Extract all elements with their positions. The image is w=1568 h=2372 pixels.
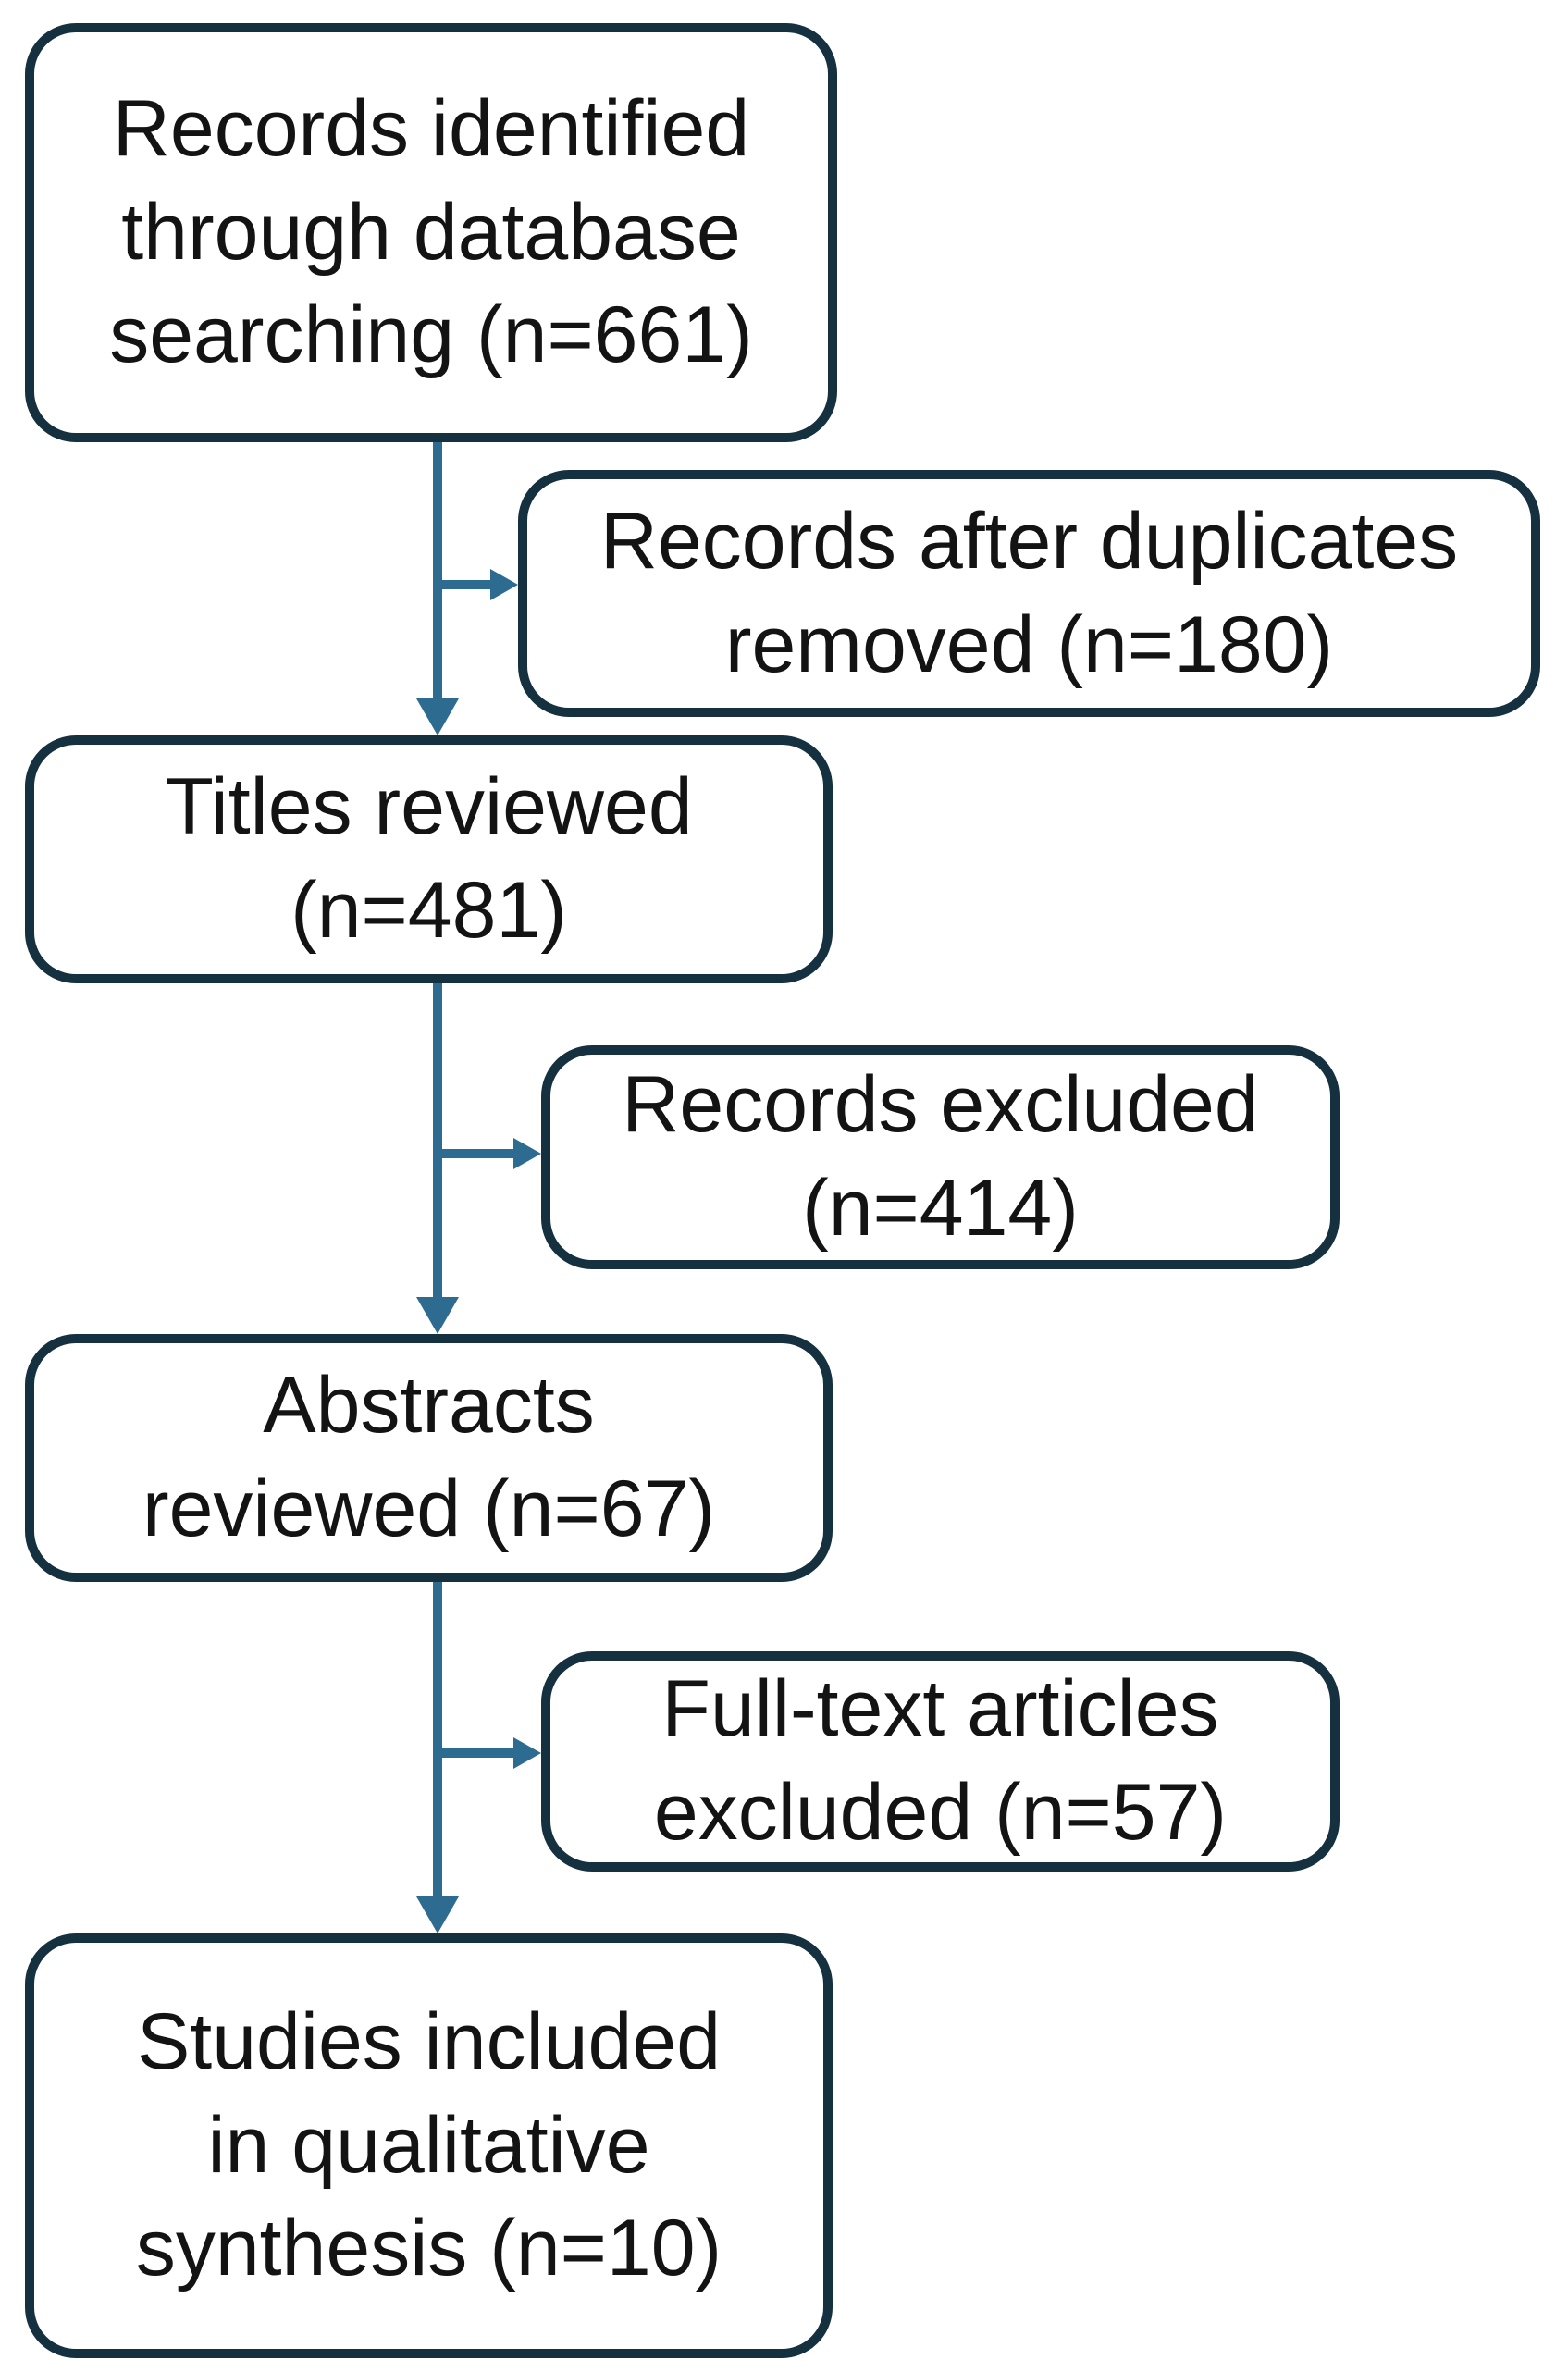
- box-line: synthesis (n=10): [135, 2204, 722, 2293]
- box-line: Titles reviewed: [165, 762, 693, 852]
- flow-box-duplicates-removed: Records after duplicates removed (n=180): [518, 470, 1540, 717]
- arrowhead-down-icon: [416, 1297, 459, 1334]
- box-line: through database: [121, 187, 741, 277]
- arrowhead-down-icon: [416, 1896, 459, 1933]
- arrowhead-right-icon: [513, 1138, 541, 1169]
- flow-box-records-identified: Records identified through database sear…: [25, 23, 837, 442]
- box-line: in qualitative: [207, 2100, 650, 2190]
- box-line: reviewed (n=67): [142, 1464, 716, 1553]
- box-line: searching (n=661): [109, 290, 753, 380]
- box-line: Records excluded: [622, 1060, 1259, 1150]
- flow-box-abstracts-reviewed: Abstracts reviewed (n=67): [25, 1334, 833, 1582]
- arrowhead-right-icon: [513, 1737, 541, 1769]
- flow-box-fulltext-excluded: Full-text articles excluded (n=57): [541, 1651, 1340, 1872]
- box-line: Records after duplicates: [599, 496, 1459, 586]
- box-line: (n=414): [802, 1164, 1079, 1253]
- connector-line-identified-to-titles: [433, 442, 442, 698]
- arrowhead-right-icon: [490, 569, 518, 600]
- box-line: (n=481): [290, 866, 567, 955]
- box-line: Abstracts: [263, 1361, 595, 1451]
- connector-line-titles-to-excluded: [433, 1149, 513, 1158]
- box-line: removed (n=180): [724, 599, 1334, 689]
- connector-line-abstracts-to-studies: [433, 1582, 442, 1896]
- box-line: Studies included: [136, 1996, 722, 2086]
- box-line: excluded (n=57): [653, 1768, 1228, 1857]
- flow-box-titles-reviewed: Titles reviewed (n=481): [25, 735, 833, 983]
- arrowhead-down-icon: [416, 698, 459, 735]
- flow-box-studies-included: Studies included in qualitative synthesi…: [25, 1933, 833, 2358]
- box-line: Full-text articles: [661, 1664, 1219, 1754]
- connector-line-identified-to-duplicates: [433, 580, 490, 589]
- connector-line-abstracts-to-fulltext: [433, 1748, 513, 1758]
- flow-box-records-excluded: Records excluded (n=414): [541, 1045, 1340, 1269]
- connector-line-titles-to-abstracts: [433, 983, 442, 1297]
- box-line: Records identified: [112, 83, 750, 173]
